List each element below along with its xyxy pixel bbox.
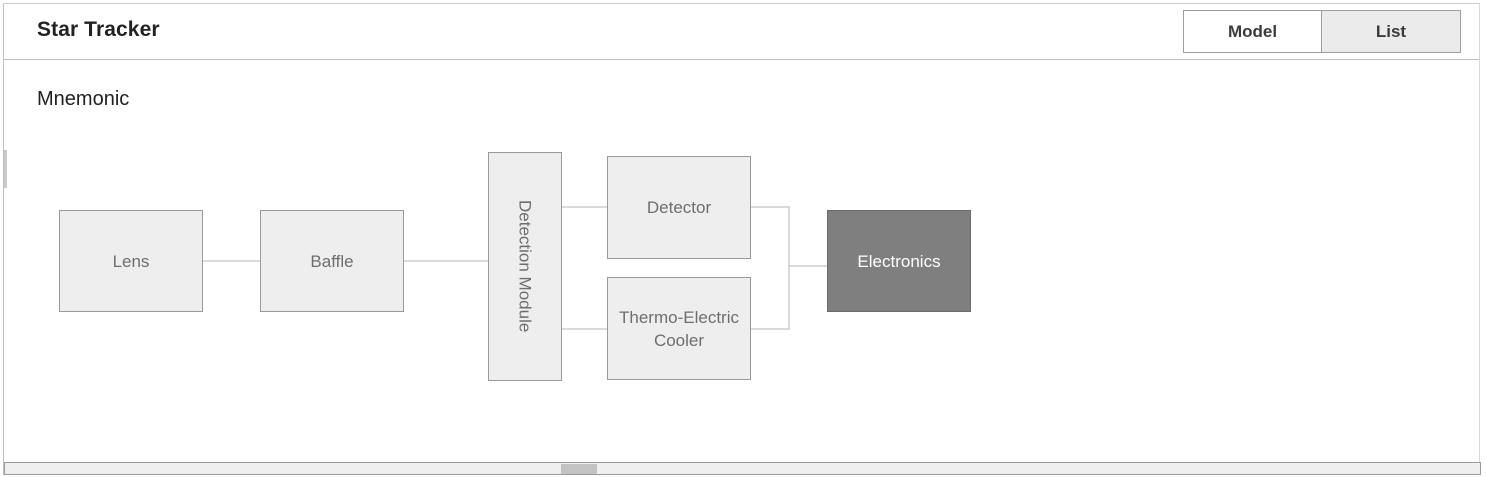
- node-baffle-label: Baffle: [310, 251, 354, 271]
- node-electronics-label: Electronics: [857, 251, 941, 271]
- node-detection-module[interactable]: Detection Module: [488, 152, 562, 381]
- node-lens-label: Lens: [112, 251, 150, 271]
- node-detector[interactable]: Detector: [607, 156, 751, 259]
- node-detection-module-label: Detection Module: [515, 200, 535, 333]
- panel-header: Star Tracker Model List: [4, 4, 1479, 60]
- block-diagram: Lens Baffle Detection Module Detector Th…: [4, 4, 1481, 464]
- connector-lines: [203, 206, 827, 330]
- star-tracker-panel: Star Tracker Model List Mnemonic Lens Ba…: [3, 3, 1481, 475]
- connector-cooler-electronics: [751, 266, 790, 330]
- horizontal-scrollbar[interactable]: [4, 462, 1481, 475]
- node-electronics[interactable]: Electronics: [827, 210, 971, 312]
- list-view-button[interactable]: List: [1322, 10, 1461, 53]
- model-view-button[interactable]: Model: [1183, 10, 1322, 53]
- node-lens[interactable]: Lens: [59, 210, 203, 312]
- node-detector-label: Detector: [646, 198, 712, 217]
- node-thermo-electric-cooler-label: Thermo-Electric Cooler: [619, 307, 739, 350]
- section-subtitle: Mnemonic: [37, 88, 130, 110]
- view-toggle: Model List: [1183, 10, 1461, 53]
- scrollbar-thumb[interactable]: [561, 464, 597, 474]
- panel-resize-handle[interactable]: [4, 150, 7, 188]
- node-thermo-electric-cooler[interactable]: Thermo-Electric Cooler: [607, 277, 751, 380]
- connector-detector-electronics: [751, 206, 790, 266]
- node-baffle[interactable]: Baffle: [260, 210, 404, 312]
- page-title: Star Tracker: [37, 18, 160, 41]
